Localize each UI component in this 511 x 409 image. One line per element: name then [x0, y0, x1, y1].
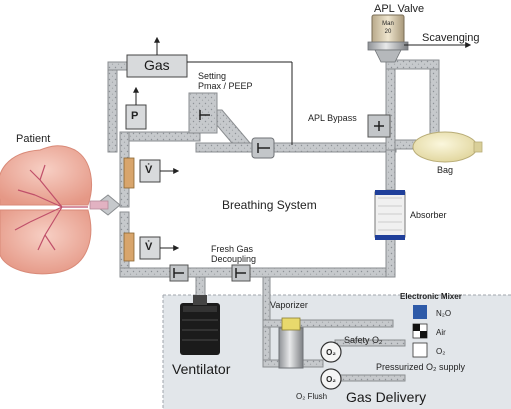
co2-absorber	[374, 190, 406, 240]
ventilator-label: Ventilator	[172, 361, 231, 377]
pressure-sensor-box	[125, 86, 147, 130]
flow-lower-label: V̇	[145, 241, 153, 253]
decoupling-label: Decoupling	[211, 254, 257, 264]
breathing-system-label: Breathing System	[222, 198, 317, 212]
safety-o2-symbol: O₂	[326, 348, 336, 357]
electronic-mixer	[412, 305, 428, 358]
fresh-gas-label: Fresh Gas	[211, 244, 254, 254]
fresh-gas-decoupling-valve	[169, 264, 251, 282]
apl-valve-label: APL Valve	[374, 3, 425, 15]
gas-label: Gas	[144, 57, 170, 73]
vaporizer[interactable]	[278, 317, 304, 369]
o2-flush-symbol: O₂	[326, 375, 336, 384]
n2o-label: N₂O	[436, 309, 452, 318]
bag-label: Bag	[437, 165, 454, 175]
apl-valve[interactable]	[367, 14, 472, 63]
gas-delivery-label: Gas Delivery	[346, 389, 427, 405]
setting-label: Setting	[198, 71, 227, 81]
air-label: Air	[436, 328, 446, 337]
patient-label: Patient	[16, 133, 51, 145]
pressurized-o2-label: Pressurized O₂ supply	[376, 362, 466, 372]
gas-outlet-box	[126, 36, 293, 145]
safety-o2-label: Safety O₂	[344, 335, 383, 345]
valve-dial-top: Man	[382, 21, 394, 27]
pressure-label: P	[131, 110, 139, 122]
breathing-circuit-pipes	[107, 59, 440, 382]
apl-bypass-label: APL Bypass	[308, 113, 357, 123]
vaporizer-label: Vaporizer	[270, 300, 308, 310]
o2-flush-label: O₂ Flush	[296, 392, 328, 401]
ventilator-unit	[180, 295, 220, 355]
patient-lungs	[0, 145, 93, 275]
y-piece	[89, 194, 121, 216]
safety-o2-valve	[320, 341, 342, 363]
o2-flush-button[interactable]	[320, 368, 342, 390]
reservoir-bag	[412, 131, 483, 163]
valve-dial-bottom: 20	[384, 29, 392, 35]
flow-upper-label: V̇	[145, 164, 153, 176]
flow-sensor-upper	[123, 157, 180, 189]
apl-bypass-valve[interactable]	[367, 114, 391, 138]
pmax-peep-label: Pmax / PEEP	[198, 81, 253, 91]
scavenging-label: Scavenging	[422, 32, 480, 44]
electronic-mixer-label: Electronic Mixer	[400, 292, 462, 301]
absorber-label: Absorber	[410, 210, 447, 220]
flow-sensor-lower	[123, 232, 180, 262]
inspiratory-valve	[251, 137, 275, 159]
o2-label: O₂	[436, 347, 446, 356]
